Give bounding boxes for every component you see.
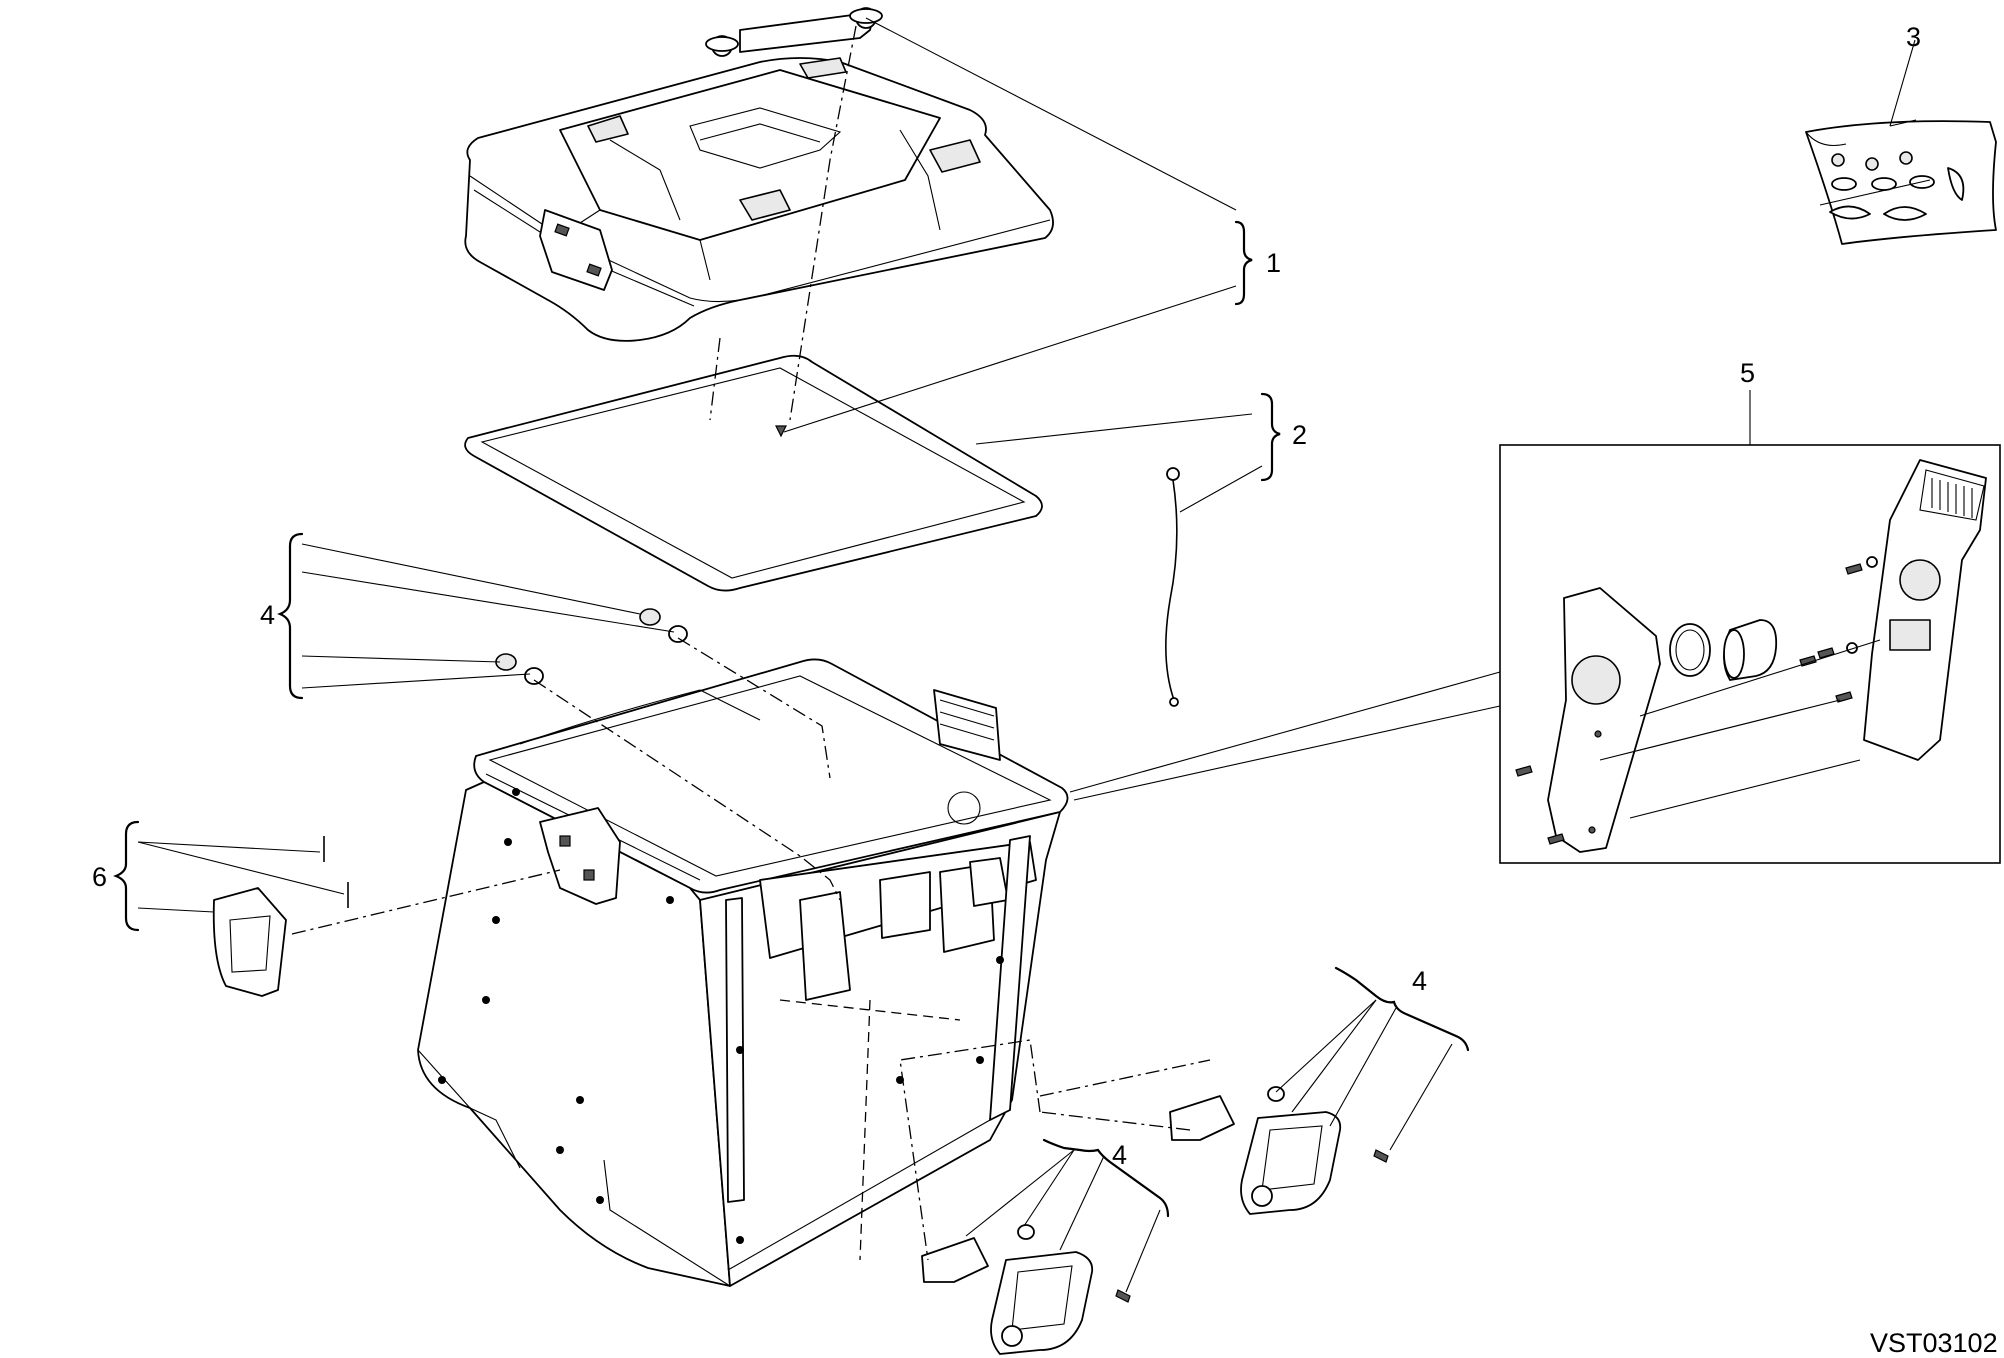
callout-5: 5 — [1740, 358, 1755, 388]
lid-assembly — [464, 7, 1054, 342]
callout-4-lower: 4 — [1112, 1140, 1127, 1170]
seal-gasket — [464, 354, 1043, 592]
leader-lines — [137, 17, 1917, 1293]
lid-lanyard-cable — [1165, 467, 1180, 707]
brace-1 — [1234, 220, 1253, 306]
brace-4-left — [277, 532, 304, 700]
callout-6: 6 — [92, 862, 107, 892]
brace-4-right — [1334, 966, 1470, 1052]
brace-6 — [113, 820, 140, 932]
callout-3: 3 — [1906, 22, 1921, 52]
callout-4-right: 4 — [1412, 966, 1427, 996]
drawing-code: VST03102 — [1870, 1328, 1998, 1358]
brace-2 — [1260, 392, 1281, 482]
case-body — [417, 658, 1069, 1287]
group-braces — [113, 220, 1470, 1218]
foot-pad-left — [921, 1224, 1131, 1355]
callout-1: 1 — [1266, 248, 1281, 278]
foot-pad-right — [1169, 1086, 1389, 1215]
hardware-kit-bag — [1805, 120, 1997, 245]
brace-4-lower — [1042, 1138, 1170, 1218]
rivet-bushings-upper — [495, 608, 688, 685]
callout-4-left: 4 — [260, 600, 275, 630]
callout-2: 2 — [1292, 420, 1307, 450]
lock-assembly-inset — [1499, 444, 2001, 864]
lid-screw — [775, 425, 787, 438]
latch-springs-and-clip — [212, 836, 349, 997]
